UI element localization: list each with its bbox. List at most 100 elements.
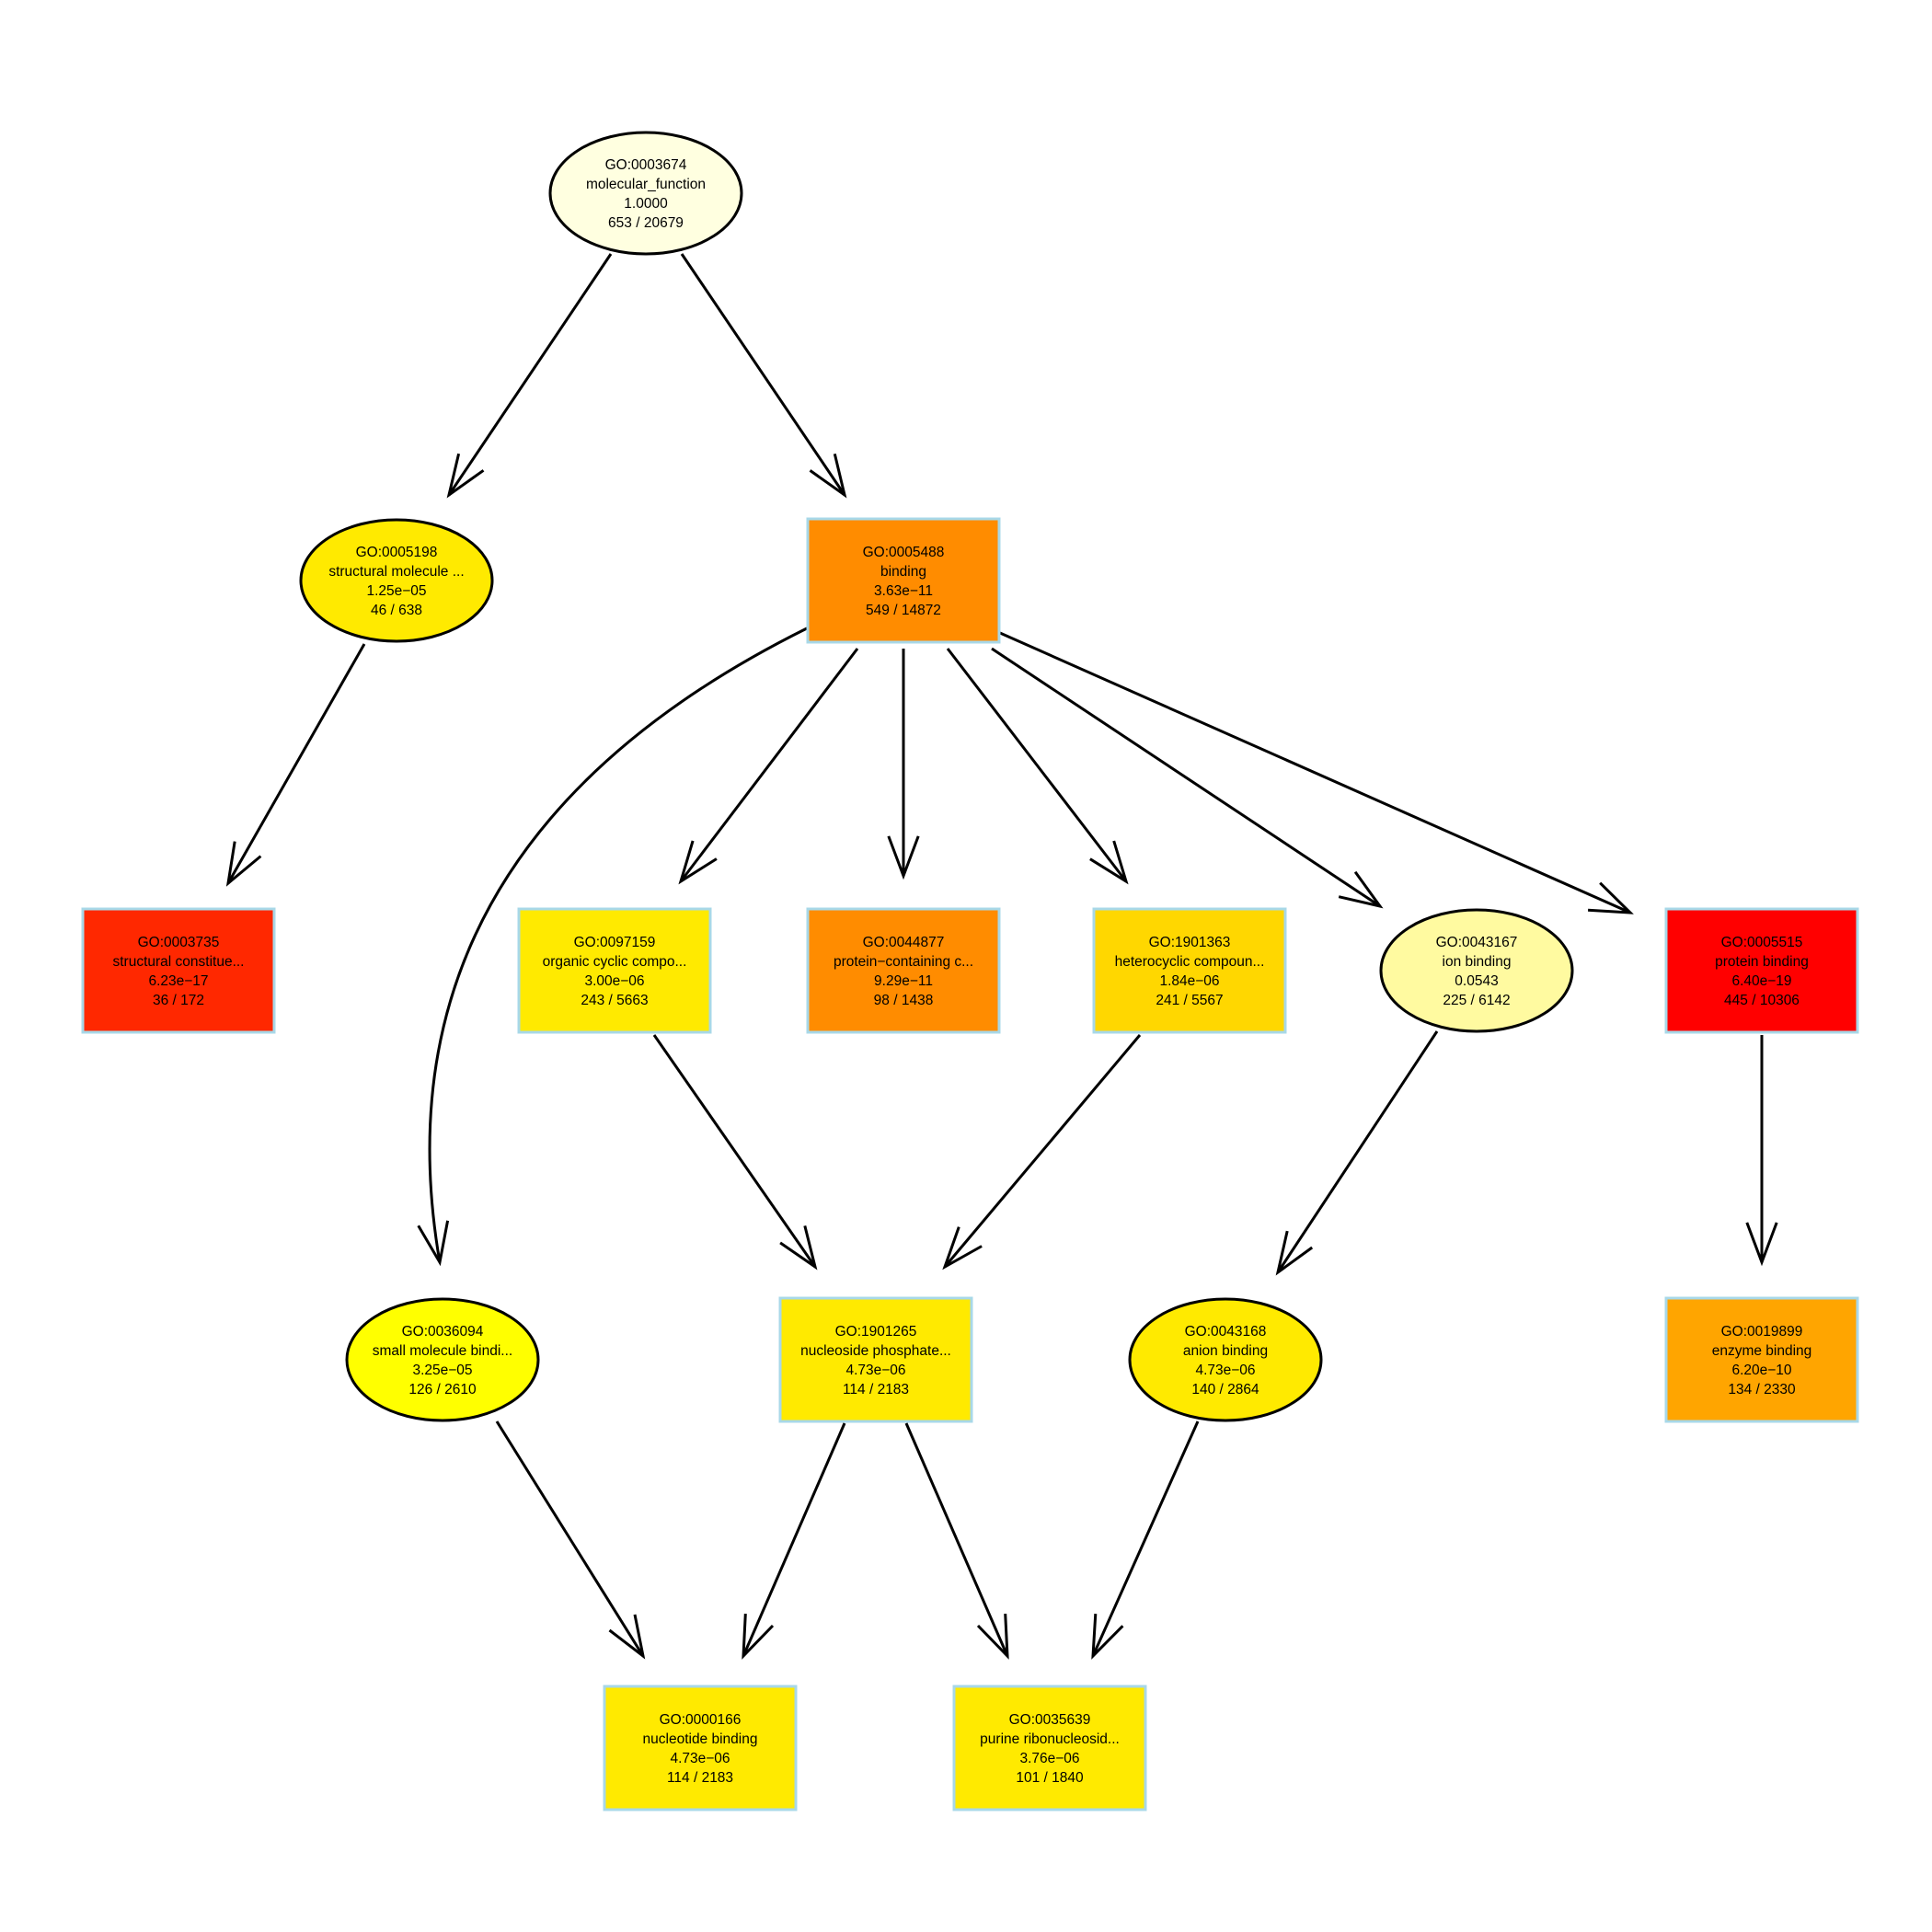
arrowhead xyxy=(1588,881,1634,914)
node-term-name: ion binding xyxy=(1443,954,1512,970)
node-term-name: purine ribonucleosid... xyxy=(980,1731,1120,1747)
arrowhead xyxy=(446,453,485,499)
arrowhead xyxy=(742,1614,775,1660)
edge-n0097159-to-n1901265 xyxy=(652,1034,818,1271)
node-box xyxy=(1664,1296,1859,1423)
node-term-name: enzyme binding xyxy=(1712,1343,1812,1359)
edge-line xyxy=(680,253,846,496)
node-ellipse xyxy=(299,518,494,643)
node-box xyxy=(517,907,712,1034)
node-p-value: 3.00e−06 xyxy=(584,973,644,989)
node-count: 549 / 14872 xyxy=(866,603,941,618)
node-count: 653 / 20679 xyxy=(608,215,684,231)
node-go-id: GO:0043167 xyxy=(1436,935,1518,950)
node-count: 36 / 172 xyxy=(153,993,204,1008)
edge-line xyxy=(742,1422,846,1657)
node-box xyxy=(952,1685,1147,1811)
edge-line xyxy=(943,1034,1142,1268)
node-term-name: binding xyxy=(880,564,926,580)
node-count: 134 / 2330 xyxy=(1728,1382,1796,1397)
node-term-name: nucleotide binding xyxy=(643,1731,758,1747)
node-go-id: GO:0044877 xyxy=(863,935,945,950)
node-ellipse xyxy=(1379,908,1574,1033)
edge-n0003674-to-n0005198 xyxy=(446,253,613,499)
node-term-name: small molecule bindi... xyxy=(373,1343,512,1359)
node-go-id: GO:0019899 xyxy=(1721,1324,1803,1340)
node-box xyxy=(778,1296,973,1423)
edge-n0005515-to-n0019899 xyxy=(1745,1035,1778,1267)
edge-line xyxy=(652,1034,817,1268)
node-go-id: GO:1901265 xyxy=(835,1324,917,1340)
node-p-value: 6.23e−17 xyxy=(148,973,208,989)
node-box xyxy=(806,517,1001,644)
edge-n0005488-to-n0005515 xyxy=(999,631,1634,914)
node-count: 140 / 2864 xyxy=(1191,1382,1259,1397)
node-n1901363[interactable]: GO:1901363 heterocyclic compoun... 1.84e−0… xyxy=(1092,907,1287,1034)
edge-n0005488-to-n0097159 xyxy=(678,648,859,885)
node-term-name: protein binding xyxy=(1715,954,1809,970)
node-p-value: 1.25e−05 xyxy=(366,583,426,599)
node-count: 114 / 2183 xyxy=(667,1770,733,1786)
node-p-value: 4.73e−06 xyxy=(670,1751,730,1766)
node-p-value: 0.0543 xyxy=(1455,973,1498,989)
edge-n1901265-to-n0035639 xyxy=(904,1422,1009,1660)
node-term-name: heterocyclic compoun... xyxy=(1115,954,1265,970)
node-go-id: GO:0005198 xyxy=(356,545,438,560)
node-go-id: GO:1901363 xyxy=(1149,935,1231,950)
node-count: 46 / 638 xyxy=(371,603,422,618)
node-go-id: GO:0003735 xyxy=(138,935,220,950)
edge-n0043168-to-n0035639 xyxy=(1091,1420,1200,1660)
node-box xyxy=(1664,907,1859,1034)
arrowhead xyxy=(417,1220,450,1267)
arrowhead xyxy=(1338,870,1384,909)
edge-line xyxy=(679,648,859,882)
edge-n0036094-to-n0000166 xyxy=(495,1420,646,1660)
node-go-id: GO:0043168 xyxy=(1185,1324,1267,1340)
edge-n0005488-to-n0036094 xyxy=(417,627,808,1267)
node-p-value: 1.84e−06 xyxy=(1159,973,1219,989)
node-box xyxy=(1092,907,1287,1034)
arrowhead xyxy=(809,453,847,499)
node-term-name: organic cyclic compo... xyxy=(543,954,687,970)
node-count: 114 / 2183 xyxy=(843,1382,909,1397)
arrowhead xyxy=(942,1226,983,1271)
edge-line xyxy=(1091,1420,1200,1657)
arrowhead xyxy=(1091,1614,1124,1660)
arrowhead xyxy=(678,840,718,885)
node-term-name: anion binding xyxy=(1183,1343,1268,1359)
edges-layer xyxy=(225,253,1778,1660)
arrowhead xyxy=(1745,1222,1778,1267)
arrowhead xyxy=(976,1614,1009,1660)
node-count: 101 / 1840 xyxy=(1016,1770,1084,1786)
arrowhead xyxy=(608,1614,646,1660)
node-ellipse xyxy=(548,131,743,256)
node-count: 126 / 2610 xyxy=(408,1382,477,1397)
arrowhead xyxy=(1275,1230,1314,1276)
node-count: 98 / 1438 xyxy=(874,993,934,1008)
node-go-id: GO:0005488 xyxy=(863,545,945,560)
arrowhead xyxy=(779,1225,818,1271)
edge-n0005488-to-n0044877 xyxy=(887,649,920,880)
node-p-value: 1.0000 xyxy=(624,196,668,212)
edge-line xyxy=(428,627,808,1263)
edge-n0005198-to-n0003735 xyxy=(225,643,366,887)
node-term-name: protein−containing c... xyxy=(834,954,973,970)
node-go-id: GO:0000166 xyxy=(660,1712,742,1728)
node-p-value: 6.40e−19 xyxy=(1731,973,1791,989)
node-count: 243 / 5663 xyxy=(581,993,648,1008)
node-n0000166[interactable]: GO:0000166 nucleotide binding 4.73e−06 114 … xyxy=(603,1685,798,1811)
edge-line xyxy=(946,648,1128,882)
